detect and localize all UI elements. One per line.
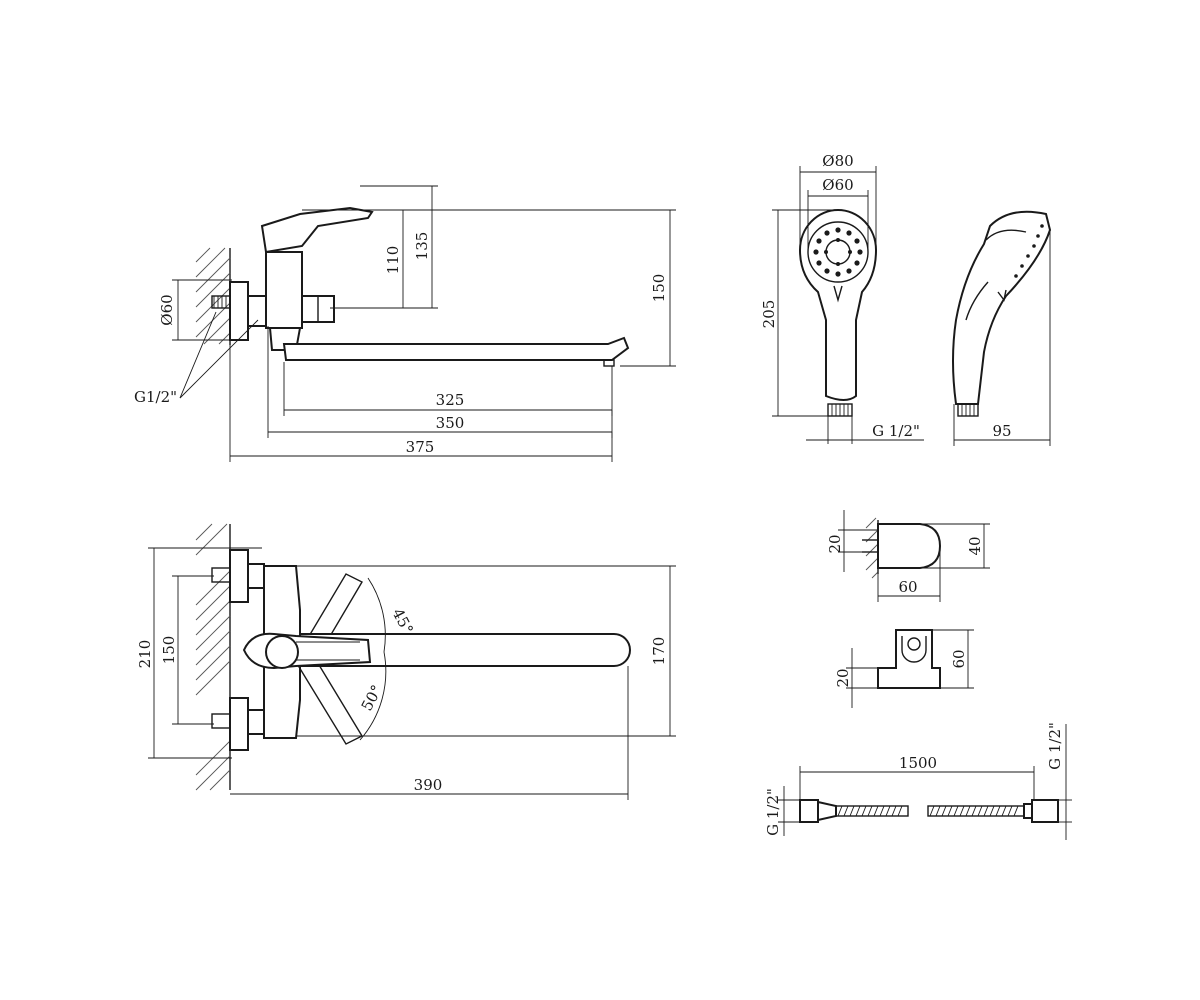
- dim-shower-length: 205: [760, 209, 838, 417]
- dim-diameter-label: Ø60: [158, 294, 176, 325]
- shower-side-outline: [952, 210, 1052, 405]
- eccentric-lower: [247, 709, 265, 735]
- hose-ferrule-right: [1023, 803, 1033, 819]
- dim-110: 110: [302, 209, 408, 309]
- dim-375: 375: [229, 345, 613, 462]
- mode-switch: [833, 285, 843, 303]
- dim-150-height: 150: [372, 209, 676, 367]
- dim-375-label: 375: [406, 438, 435, 456]
- dim-170-label: 170: [650, 637, 668, 666]
- hose-texture: [837, 805, 1019, 817]
- dim-325: 325: [283, 362, 613, 416]
- holder-body-front: [877, 629, 941, 689]
- spout: [282, 336, 630, 361]
- wall-pipe-thread: [211, 295, 231, 309]
- shower-side-face-line: [985, 229, 1027, 241]
- hose-thread-left-label: G 1/2": [764, 788, 782, 836]
- dim-150-top-label: 150: [160, 636, 178, 665]
- inner-diameter-label: Ø60: [822, 176, 853, 194]
- hose-nut-right: [1031, 799, 1059, 823]
- shower-depth-label: 95: [992, 422, 1011, 440]
- dim-210-label: 210: [136, 640, 154, 669]
- thread-leader: G1/2": [134, 311, 259, 406]
- holder-slot-hole: [907, 637, 921, 651]
- pipe-upper: [211, 567, 231, 583]
- cartridge-cap: [265, 635, 299, 669]
- hose-nut-left: [799, 799, 819, 823]
- lever-handle: [260, 206, 374, 254]
- hose-cone-left: [817, 800, 837, 822]
- hose-thread-right-label: G 1/2": [1046, 722, 1064, 770]
- pipe-lower: [211, 713, 231, 729]
- side-mode-switch: [997, 289, 1007, 302]
- shower-head-side: 95: [952, 210, 1052, 446]
- dim-hose-length: 1500: [799, 754, 1035, 800]
- dim-210: 210: [136, 547, 262, 759]
- holder-front-20-label: 20: [834, 668, 852, 687]
- dim-350-label: 350: [436, 414, 465, 432]
- thread-label: G1/2": [134, 388, 177, 406]
- dim-hose-thread-left: G 1/2": [764, 786, 800, 836]
- dim-110-label: 110: [384, 246, 402, 275]
- holder-front-view: 20 60: [834, 629, 974, 708]
- escutcheon-lower: [229, 697, 249, 751]
- dim-outer-diameter: Ø80: [799, 152, 877, 252]
- holder-body-side: [877, 523, 942, 569]
- side-thread: [957, 403, 979, 417]
- escutcheon: [229, 281, 249, 341]
- holder-side-view: 20 40 60: [826, 510, 990, 602]
- shower-handle-outline: [798, 209, 878, 401]
- angle-45-label: 45°: [388, 605, 416, 637]
- holder-front-dim-20: 20: [834, 648, 878, 708]
- dim-135: 135: [334, 185, 438, 309]
- hose-section-left: [835, 805, 909, 817]
- escutcheon-upper: [229, 549, 249, 603]
- lever-top: [242, 632, 372, 670]
- mixer-body: [265, 251, 303, 329]
- holder-side-20-label: 20: [826, 534, 844, 553]
- dim-390: 390: [230, 666, 629, 800]
- dim-325-label: 325: [436, 391, 465, 409]
- spout-top: [299, 633, 631, 667]
- shower-head-front: Ø80 Ø60 205 G 1/2": [760, 152, 924, 444]
- holder-slot: [901, 636, 927, 663]
- dim-350: 350: [267, 326, 613, 438]
- aerator: [603, 359, 615, 367]
- top-view: 45° 50° 210 150 170 390: [136, 523, 676, 800]
- eccentric-upper: [247, 563, 265, 589]
- dim-390-label: 390: [414, 776, 443, 794]
- holder-dim-40: 40: [920, 523, 990, 569]
- dim-hose-thread-right: G 1/2": [1046, 722, 1072, 840]
- dim-shower-thread: G 1/2": [806, 416, 924, 444]
- dim-shower-depth: 95: [953, 232, 1051, 446]
- hose-length-label: 1500: [899, 754, 937, 772]
- angle-50-label: 50°: [358, 682, 386, 714]
- dim-170: 170: [296, 565, 676, 737]
- holder-front-60-label: 60: [950, 649, 968, 668]
- dim-inner-diameter: Ø60: [807, 176, 869, 252]
- dim-135-label: 135: [413, 232, 431, 261]
- outer-diameter-label: Ø80: [822, 152, 853, 170]
- holder-front-dim-60: 60: [932, 629, 974, 689]
- dim-150-top: 150: [160, 575, 214, 725]
- shower-length-label: 205: [760, 300, 778, 329]
- hose: 1500 G 1/2" G 1/2": [764, 722, 1072, 840]
- shower-thread-label: G 1/2": [872, 422, 920, 440]
- holder-dim-20: 20: [826, 510, 878, 572]
- angle-arc-45: [367, 577, 386, 653]
- dim-150-label: 150: [650, 274, 668, 303]
- spray-nozzles: [813, 227, 863, 277]
- holder-dim-60-width: 60: [877, 546, 941, 602]
- side-nozzles: [1014, 224, 1044, 278]
- shower-side-grip-line: [965, 281, 989, 321]
- dim-diameter-60: Ø60: [158, 279, 232, 341]
- holder-side-60-label: 60: [898, 578, 917, 596]
- angle-arc-50: [359, 651, 387, 741]
- wall-hatch-top: [195, 523, 231, 791]
- holder-side-40-label: 40: [966, 536, 984, 555]
- lever-rotated-50: [294, 659, 363, 745]
- front-view: 110 135 150 Ø60 G1/2": [134, 185, 676, 462]
